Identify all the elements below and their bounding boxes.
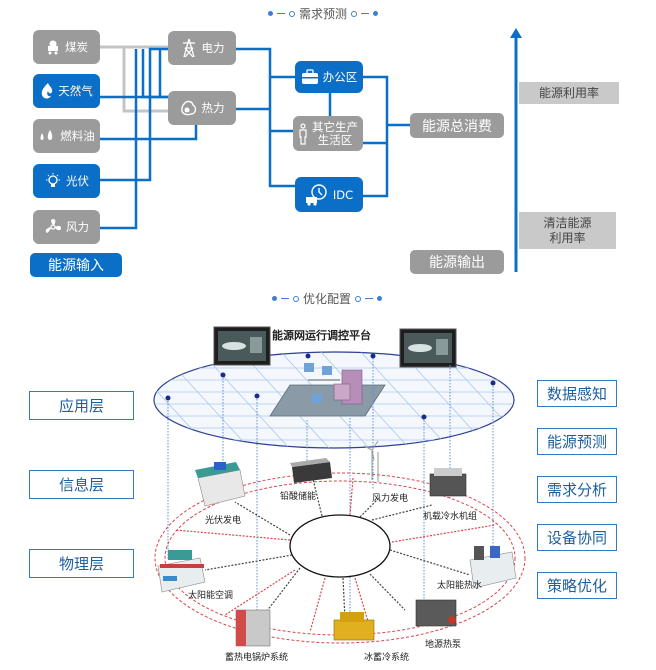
top-connectors	[100, 28, 522, 272]
device-label: 铅酸储能	[280, 492, 317, 502]
energy-output-label: 能源输出	[410, 250, 504, 274]
clean-rate-label: 清洁能源利用率	[543, 215, 592, 245]
device-label: 蓄热电锅炉系统	[225, 653, 289, 663]
monitor-left	[213, 326, 271, 366]
consumer-other-production: 其它生产生活区	[293, 116, 363, 151]
central-hub	[289, 514, 391, 578]
device-solar-ac	[157, 550, 206, 593]
function-demand-analysis: 需求分析	[537, 476, 617, 503]
consumer-idc: IDC	[295, 177, 363, 212]
layer-physical: 物理层	[29, 549, 134, 578]
clean-energy-utilization-rate: 清洁能源利用率	[519, 212, 616, 249]
function-energy-forecast: 能源预测	[537, 428, 617, 455]
title-dot-icon	[268, 11, 273, 16]
input-fuel-oil: 燃料油	[33, 119, 100, 153]
device-ground-source-heat-pump	[415, 599, 457, 627]
device-lead-acid-storage	[290, 458, 332, 483]
title-dot-icon	[373, 11, 379, 16]
layer-information: 信息层	[29, 470, 134, 499]
device-pv-building	[195, 462, 246, 507]
input-wind: 风力	[33, 210, 100, 244]
title-dot-icon	[377, 296, 383, 301]
platform-title: 能源网运行调控平台	[272, 329, 371, 342]
power-tower-icon	[182, 38, 195, 58]
device-label: 冰蓄冷系统	[364, 653, 410, 663]
section-title-demand-forecast: 需求预测	[268, 5, 379, 22]
energy-utilization-rate: 能源利用率	[519, 82, 619, 104]
blue-links	[100, 47, 410, 230]
briefcase-icon	[301, 69, 318, 84]
oil-drops-icon	[40, 130, 53, 140]
device-ice-storage	[333, 612, 375, 641]
consumer-other-label: 其它生产生活区	[312, 119, 358, 147]
computer-icon	[312, 394, 322, 403]
function-device-coordination: 设备协同	[537, 524, 617, 551]
input-natural-gas: 天然气	[33, 74, 100, 108]
device-label: 太阳能空调	[188, 591, 234, 601]
spokes-black	[204, 474, 471, 621]
device-label: 太阳能热水	[437, 581, 483, 591]
device-solar-water-heater	[469, 546, 517, 589]
fan-icon	[45, 219, 61, 233]
title-dot-icon	[272, 296, 277, 301]
coal-cart-icon	[48, 40, 58, 55]
total-consumption-box: 能源总消费	[410, 113, 504, 138]
section-title-optimization: 优化配置	[272, 290, 383, 307]
consumer-office: 办公区	[295, 61, 363, 93]
device-wind-turbine	[363, 440, 379, 482]
person-icon	[299, 122, 307, 145]
gray-links	[100, 45, 168, 113]
network-platform	[269, 363, 386, 417]
device-label: 地源热泵	[425, 640, 462, 650]
device-heat-storage-boiler	[235, 609, 271, 647]
gas-flame-icon	[42, 83, 53, 99]
computer-icon	[304, 363, 314, 372]
device-label: 风力发电	[372, 494, 409, 504]
heat-icon	[180, 100, 196, 116]
computer-icon	[322, 366, 332, 375]
layer-application: 应用层	[29, 391, 134, 420]
energy-input-label: 能源输入	[30, 253, 122, 277]
device-label: 光伏发电	[205, 516, 242, 526]
device-chiller	[429, 468, 467, 497]
spokes-red	[174, 477, 496, 633]
monitor-right	[399, 328, 457, 368]
connection-dots	[165, 353, 496, 420]
function-data-sensing: 数据感知	[537, 380, 617, 407]
input-photovoltaic: 光伏	[33, 164, 100, 198]
vertical-arrow	[510, 28, 522, 272]
converter-electricity: 电力	[168, 31, 236, 65]
function-strategy-optimization: 策略优化	[537, 572, 617, 599]
lightbulb-icon	[46, 173, 60, 187]
clock-truck-icon	[305, 183, 327, 206]
computer-icon	[333, 383, 351, 401]
device-label: 机载冷水机组	[423, 512, 478, 522]
converter-heat: 热力	[168, 91, 236, 125]
input-coal: 煤炭	[33, 30, 100, 64]
